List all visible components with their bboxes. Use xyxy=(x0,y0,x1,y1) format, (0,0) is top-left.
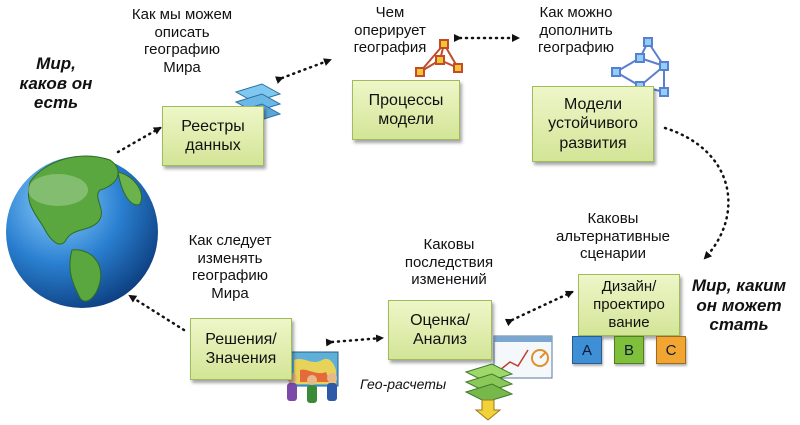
question-consequences: Каковы последствия изменений xyxy=(404,236,494,289)
globe-icon xyxy=(6,155,158,308)
arrow-sustainable-design xyxy=(663,126,730,260)
arrow-decisions-globe xyxy=(128,294,186,332)
question-change: Как следует изменять географию Мира xyxy=(188,232,272,302)
arrow-design-assessment xyxy=(504,290,574,327)
option-b: B xyxy=(614,336,644,364)
label-geo-calculations: Гео-расчеты xyxy=(360,376,447,392)
box-registries: Реестры данных xyxy=(162,106,264,166)
question-extend: Как можно дополнить географию xyxy=(538,4,614,57)
network-icon xyxy=(415,39,463,77)
question-operate: Чем оперирует география xyxy=(353,4,427,57)
option-c: C xyxy=(656,336,686,364)
arrow-decisions-assessment xyxy=(325,334,384,347)
label-world-could-be: Мир, каким он может стать xyxy=(691,276,787,335)
box-assessment: Оценка/ Анализ xyxy=(388,300,492,360)
geo-layers-icon xyxy=(464,363,514,421)
box-processes: Процессы модели xyxy=(352,80,460,140)
box-sustainable: Модели устойчивого развития xyxy=(532,86,654,162)
people-map-icon xyxy=(287,351,339,403)
box-design: Дизайн/ проектиро вание xyxy=(578,274,680,336)
arrow-globe-registries xyxy=(116,126,162,154)
label-world-as-is: Мир, каков он есть xyxy=(19,54,93,113)
question-describe: Как мы можем описать географию Мира xyxy=(131,6,233,76)
box-decisions: Решения/ Значения xyxy=(190,318,292,380)
arrow-registries-processes xyxy=(274,58,332,84)
question-alternatives: Каковы альтернативные сценарии xyxy=(555,210,671,263)
option-a: A xyxy=(572,336,602,364)
